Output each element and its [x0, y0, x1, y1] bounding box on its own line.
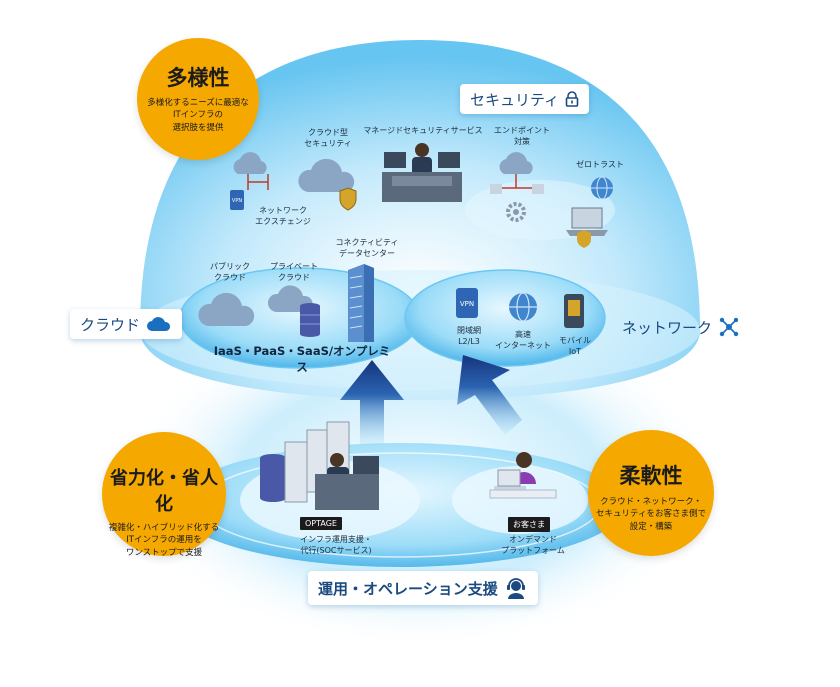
internet-globe-icon	[509, 292, 537, 322]
mobile-sim-icon	[564, 294, 584, 328]
network-disc	[404, 269, 606, 367]
endpoint-icon	[490, 152, 544, 222]
headset-support-icon	[506, 578, 525, 599]
private-cloud-icon	[268, 285, 320, 337]
zero-trust-label: ゼロトラスト	[576, 160, 624, 169]
mobile-label: モバイル IoT	[559, 336, 591, 356]
network-label: ネットワーク	[622, 318, 713, 337]
operator-console-icon	[382, 143, 462, 202]
customer-workstation-icon	[489, 452, 557, 499]
datacenter-label: コネクティビティ データセンター	[335, 238, 399, 258]
closed-network-label: 閉域網 L2/L3	[457, 326, 481, 346]
cloud-pill: クラウド	[70, 309, 183, 339]
diversity-badge: 多様性 多様化するニーズに最適な ITインフラの 選択肢を提供	[137, 38, 259, 160]
arrow-up-right	[457, 355, 522, 435]
managed-security-label: マネージドセキュリティサービス	[363, 126, 483, 135]
operation-label: 運用・オペレーション支援	[318, 579, 498, 598]
cloud-label: クラウド	[80, 315, 141, 334]
diversity-title: 多様性	[166, 66, 230, 90]
security-pill: セキュリティ	[460, 84, 590, 114]
public-cloud-icon	[198, 292, 255, 326]
endpoint-label: エンドポイント 対策	[494, 126, 550, 146]
security-label: セキュリティ	[470, 90, 560, 109]
efficiency-badge: 省力化・省人化 複雑化・ハイブリッド化する ITインフラの運用を ワンストップで…	[102, 432, 226, 558]
flexibility-desc: クラウド・ネットワーク・ セキュリティをお客さま側で 設定・構築	[596, 497, 706, 532]
cloud-security-label: クラウド型 セキュリティ	[304, 128, 352, 148]
network-hub-icon	[719, 317, 739, 337]
svg-text:VPN: VPN	[460, 300, 474, 308]
private-cloud-label: プライベート クラウド	[270, 262, 318, 282]
cloud-security-icon	[298, 158, 357, 211]
network-exchange-label: ネットワーク エクスチェンジ	[255, 206, 311, 226]
network-pill: ネットワーク	[612, 312, 750, 342]
arrow-up-left	[340, 360, 404, 445]
svg-text:VPN: VPN	[232, 198, 242, 204]
customer-desc: オンデマンド プラットフォーム	[501, 535, 565, 555]
customer-tag: お客さま	[508, 517, 550, 532]
optage-operation-center-icon	[260, 421, 379, 510]
flexibility-title: 柔軟性	[619, 464, 683, 488]
optage-desc: インフラ運用支援・ 代行(SOCサービス)	[300, 535, 372, 555]
lock-icon	[565, 91, 579, 107]
flexibility-badge: 柔軟性 クラウド・ネットワーク・ セキュリティをお客さま側で 設定・構築	[588, 430, 714, 556]
efficiency-title: 省力化・省人化	[110, 468, 218, 515]
datacenter-building-icon	[348, 264, 374, 342]
internet-label: 高速 インターネット	[495, 330, 551, 350]
zero-trust-icon	[566, 176, 613, 248]
cloud-platform-label: IaaS・PaaS・SaaS/オンプレミス	[213, 344, 391, 374]
closed-network-vpn-icon: VPN	[456, 288, 478, 318]
network-exchange-icon: VPN	[230, 152, 269, 210]
optage-tag: OPTAGE	[300, 517, 342, 530]
efficiency-desc: 複雑化・ハイブリッド化する ITインフラの運用を ワンストップで支援	[108, 523, 220, 558]
diversity-desc: 多様化するニーズに最適な ITインフラの 選択肢を提供	[147, 98, 249, 133]
customer-pod	[452, 466, 588, 534]
operation-pill: 運用・オペレーション支援	[308, 571, 538, 605]
cloud-icon	[147, 317, 171, 331]
public-cloud-label: パブリック クラウド	[210, 262, 250, 282]
